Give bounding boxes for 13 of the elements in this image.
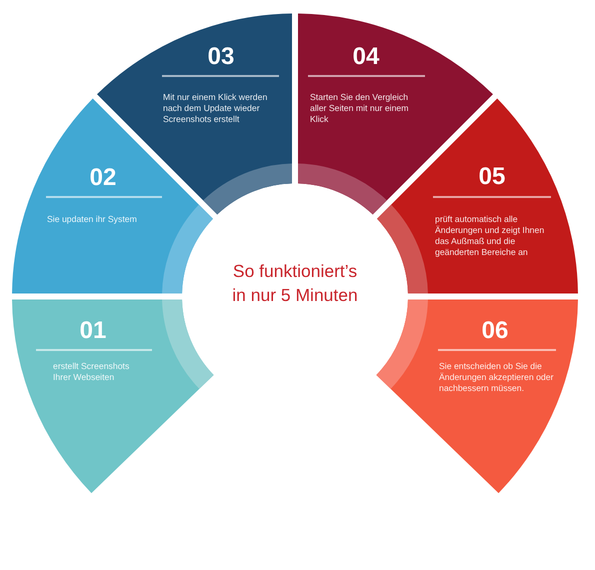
step-description: Sie updaten ihr System	[47, 214, 137, 224]
step-number: 05	[478, 165, 506, 189]
step-number: 06	[482, 319, 508, 343]
step-description: Sie entscheiden ob Sie die Änderungen akzeptieren oder nachbessern müssen.	[439, 360, 554, 394]
step-number: 01	[80, 319, 106, 343]
step-number: 04	[352, 45, 380, 69]
step-description: Mit nur einem Klick werden nach dem Update wieder Screenshots erstellt	[163, 92, 268, 124]
step-number: 03	[208, 45, 234, 69]
center-title: So funktioniert’s in nur 5 Minuten	[231, 260, 359, 307]
step-description: erstellt Screenshots Ihrer Webseiten	[53, 360, 130, 382]
step-description: Starten Sie den Vergleich aller Seiten mit nur einem Klick	[310, 92, 410, 124]
step-number: 02	[90, 166, 116, 190]
step-description: prüft automatisch alle Änderungen und zeigt Ihnen das Außmaß und die geänderten Bereiche an	[435, 214, 546, 258]
